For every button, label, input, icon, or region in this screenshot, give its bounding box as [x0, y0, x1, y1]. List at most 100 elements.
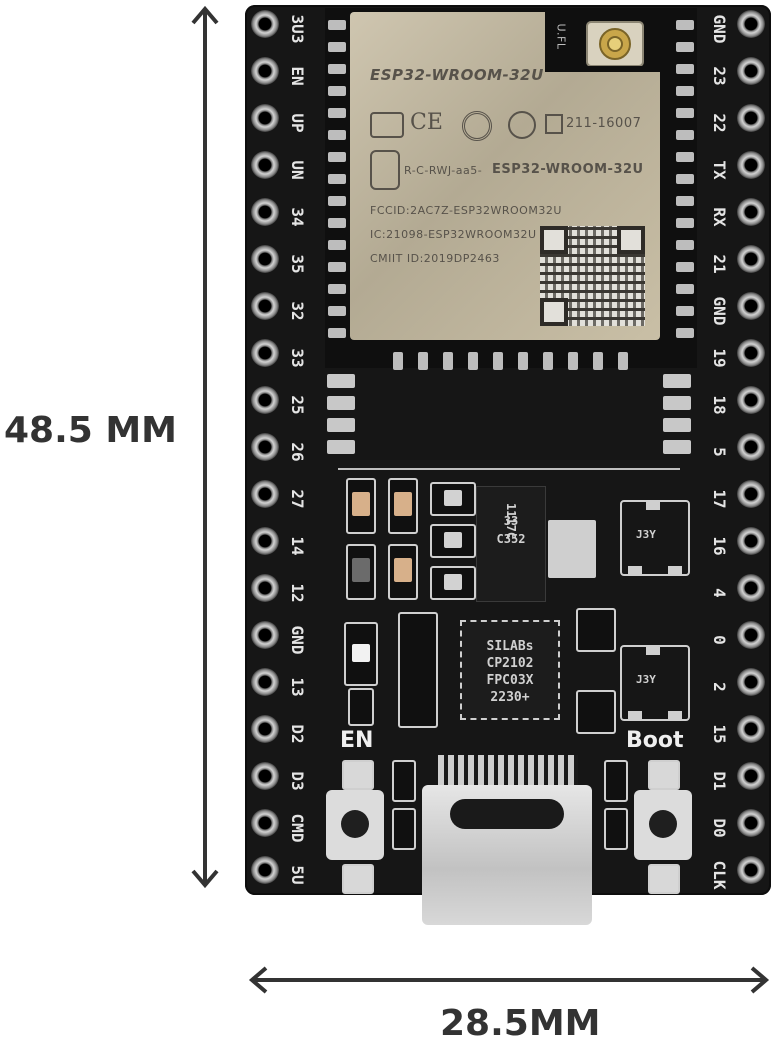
pin-hole [251, 292, 279, 320]
pin-label-d3: D3 [288, 771, 307, 791]
pin-label-16: 16 [710, 536, 729, 556]
pin-hole [737, 574, 765, 602]
module-title: ESP32-WROOM-32U [370, 66, 544, 84]
pin-label-14: 14 [288, 536, 307, 556]
castellation-pad [676, 196, 694, 206]
pin-label-5u: 5U [288, 865, 307, 885]
footprint-pad [327, 374, 355, 388]
boot-button[interactable] [634, 790, 692, 860]
castellation-pad [328, 86, 346, 96]
pin-hole [737, 10, 765, 38]
usb-c-port [450, 799, 564, 829]
en-button-label: EN [340, 728, 374, 753]
usb-c-connector[interactable] [422, 785, 592, 925]
pin-label-gnd: GND [288, 625, 307, 655]
castellation-pad [328, 152, 346, 162]
pin-hole [737, 762, 765, 790]
pin-hole [251, 809, 279, 837]
pin-label-18: 18 [710, 395, 729, 415]
castellation-pad [543, 352, 553, 370]
pin-hole [251, 668, 279, 696]
castellation-pad [676, 240, 694, 250]
transistor-pad [628, 711, 642, 721]
cert-r-mark-icon [545, 114, 563, 134]
chip-line: CP2102 [486, 656, 534, 671]
boot-button-label: Boot [626, 728, 684, 753]
footprint-pad [327, 440, 355, 454]
pin-hole [251, 574, 279, 602]
castellation-pad [676, 218, 694, 228]
pin-hole [737, 151, 765, 179]
capacitor [430, 566, 476, 600]
pin-hole [251, 527, 279, 555]
footprint-pad [663, 374, 691, 388]
fcc-mark-icon [370, 112, 404, 138]
pin-label-25: 25 [288, 395, 307, 415]
silkscreen-outline [338, 368, 680, 470]
castellation-pad [676, 42, 694, 52]
button-pad [648, 760, 680, 790]
module-cmiit-line: CMIIT ID:2019DP2463 [370, 252, 500, 265]
regulator-text: 33 C352 [478, 512, 544, 548]
pin-hole [737, 386, 765, 414]
castellation-pad [328, 174, 346, 184]
pin-hole [737, 245, 765, 273]
capacitor [346, 544, 376, 600]
qr-finder [540, 226, 568, 254]
led-body [352, 644, 370, 662]
module-fcc-line: FCCID:2AC7Z-ESP32WROOM32U [370, 204, 562, 217]
ce-mark-icon: CE [410, 110, 443, 135]
footprint-pad [663, 418, 691, 432]
chip-line: 2230+ [490, 690, 530, 705]
pin-hole [737, 339, 765, 367]
wireless-mark-icon [462, 111, 492, 141]
pin-hole [251, 762, 279, 790]
capacitor-body [352, 558, 370, 582]
module-prefix-line: R-C-RWJ-aa5- [404, 164, 483, 177]
castellation-pad [568, 352, 578, 370]
castellation-pad [328, 262, 346, 272]
capacitor [392, 760, 416, 802]
castellation-pad [328, 20, 346, 30]
antenna-label: U.FL [554, 23, 568, 50]
capacitor [388, 478, 418, 534]
module-cert-number: 211-16007 [566, 116, 642, 131]
capacitor [388, 544, 418, 600]
castellation-pad [593, 352, 603, 370]
pin-hole [251, 198, 279, 226]
pin-label-17: 17 [710, 489, 729, 509]
transistor-pad [628, 566, 642, 576]
pin-label-22: 22 [710, 113, 729, 133]
transistor-pad [668, 711, 682, 721]
capacitor-body [394, 492, 412, 516]
capacitor [392, 808, 416, 850]
qr-finder [540, 298, 568, 326]
button-pad [342, 760, 374, 790]
pin-label-gnd: GND [710, 296, 729, 326]
pin-label-13: 13 [288, 677, 307, 697]
module-ic-line: IC:21098-ESP32WROOM32U [370, 228, 537, 241]
transistor-lower: J3Y [620, 645, 690, 721]
footprint-pad [327, 396, 355, 410]
capacitor [346, 478, 376, 534]
pin-hole [251, 433, 279, 461]
castellation-pad [518, 352, 528, 370]
castellation-pad [328, 306, 346, 316]
capacitor-body [352, 492, 370, 516]
pin-hole [251, 10, 279, 38]
width-dimension-arrow [248, 966, 770, 994]
castellation-pad [443, 352, 453, 370]
pin-hole [737, 198, 765, 226]
castellation-pad [328, 108, 346, 118]
pin-hole [737, 668, 765, 696]
transistor-pad [668, 566, 682, 576]
pin-label-d2: D2 [288, 724, 307, 744]
castellation-pad [328, 218, 346, 228]
castellation-pad [676, 108, 694, 118]
pin-label-en: EN [288, 66, 307, 86]
pin-hole [737, 856, 765, 884]
en-button[interactable] [326, 790, 384, 860]
height-dimension-label: 48.5 MM [4, 410, 178, 451]
qr-finder [617, 226, 645, 254]
module-model-line: ESP32-WROOM-32U [492, 162, 644, 177]
